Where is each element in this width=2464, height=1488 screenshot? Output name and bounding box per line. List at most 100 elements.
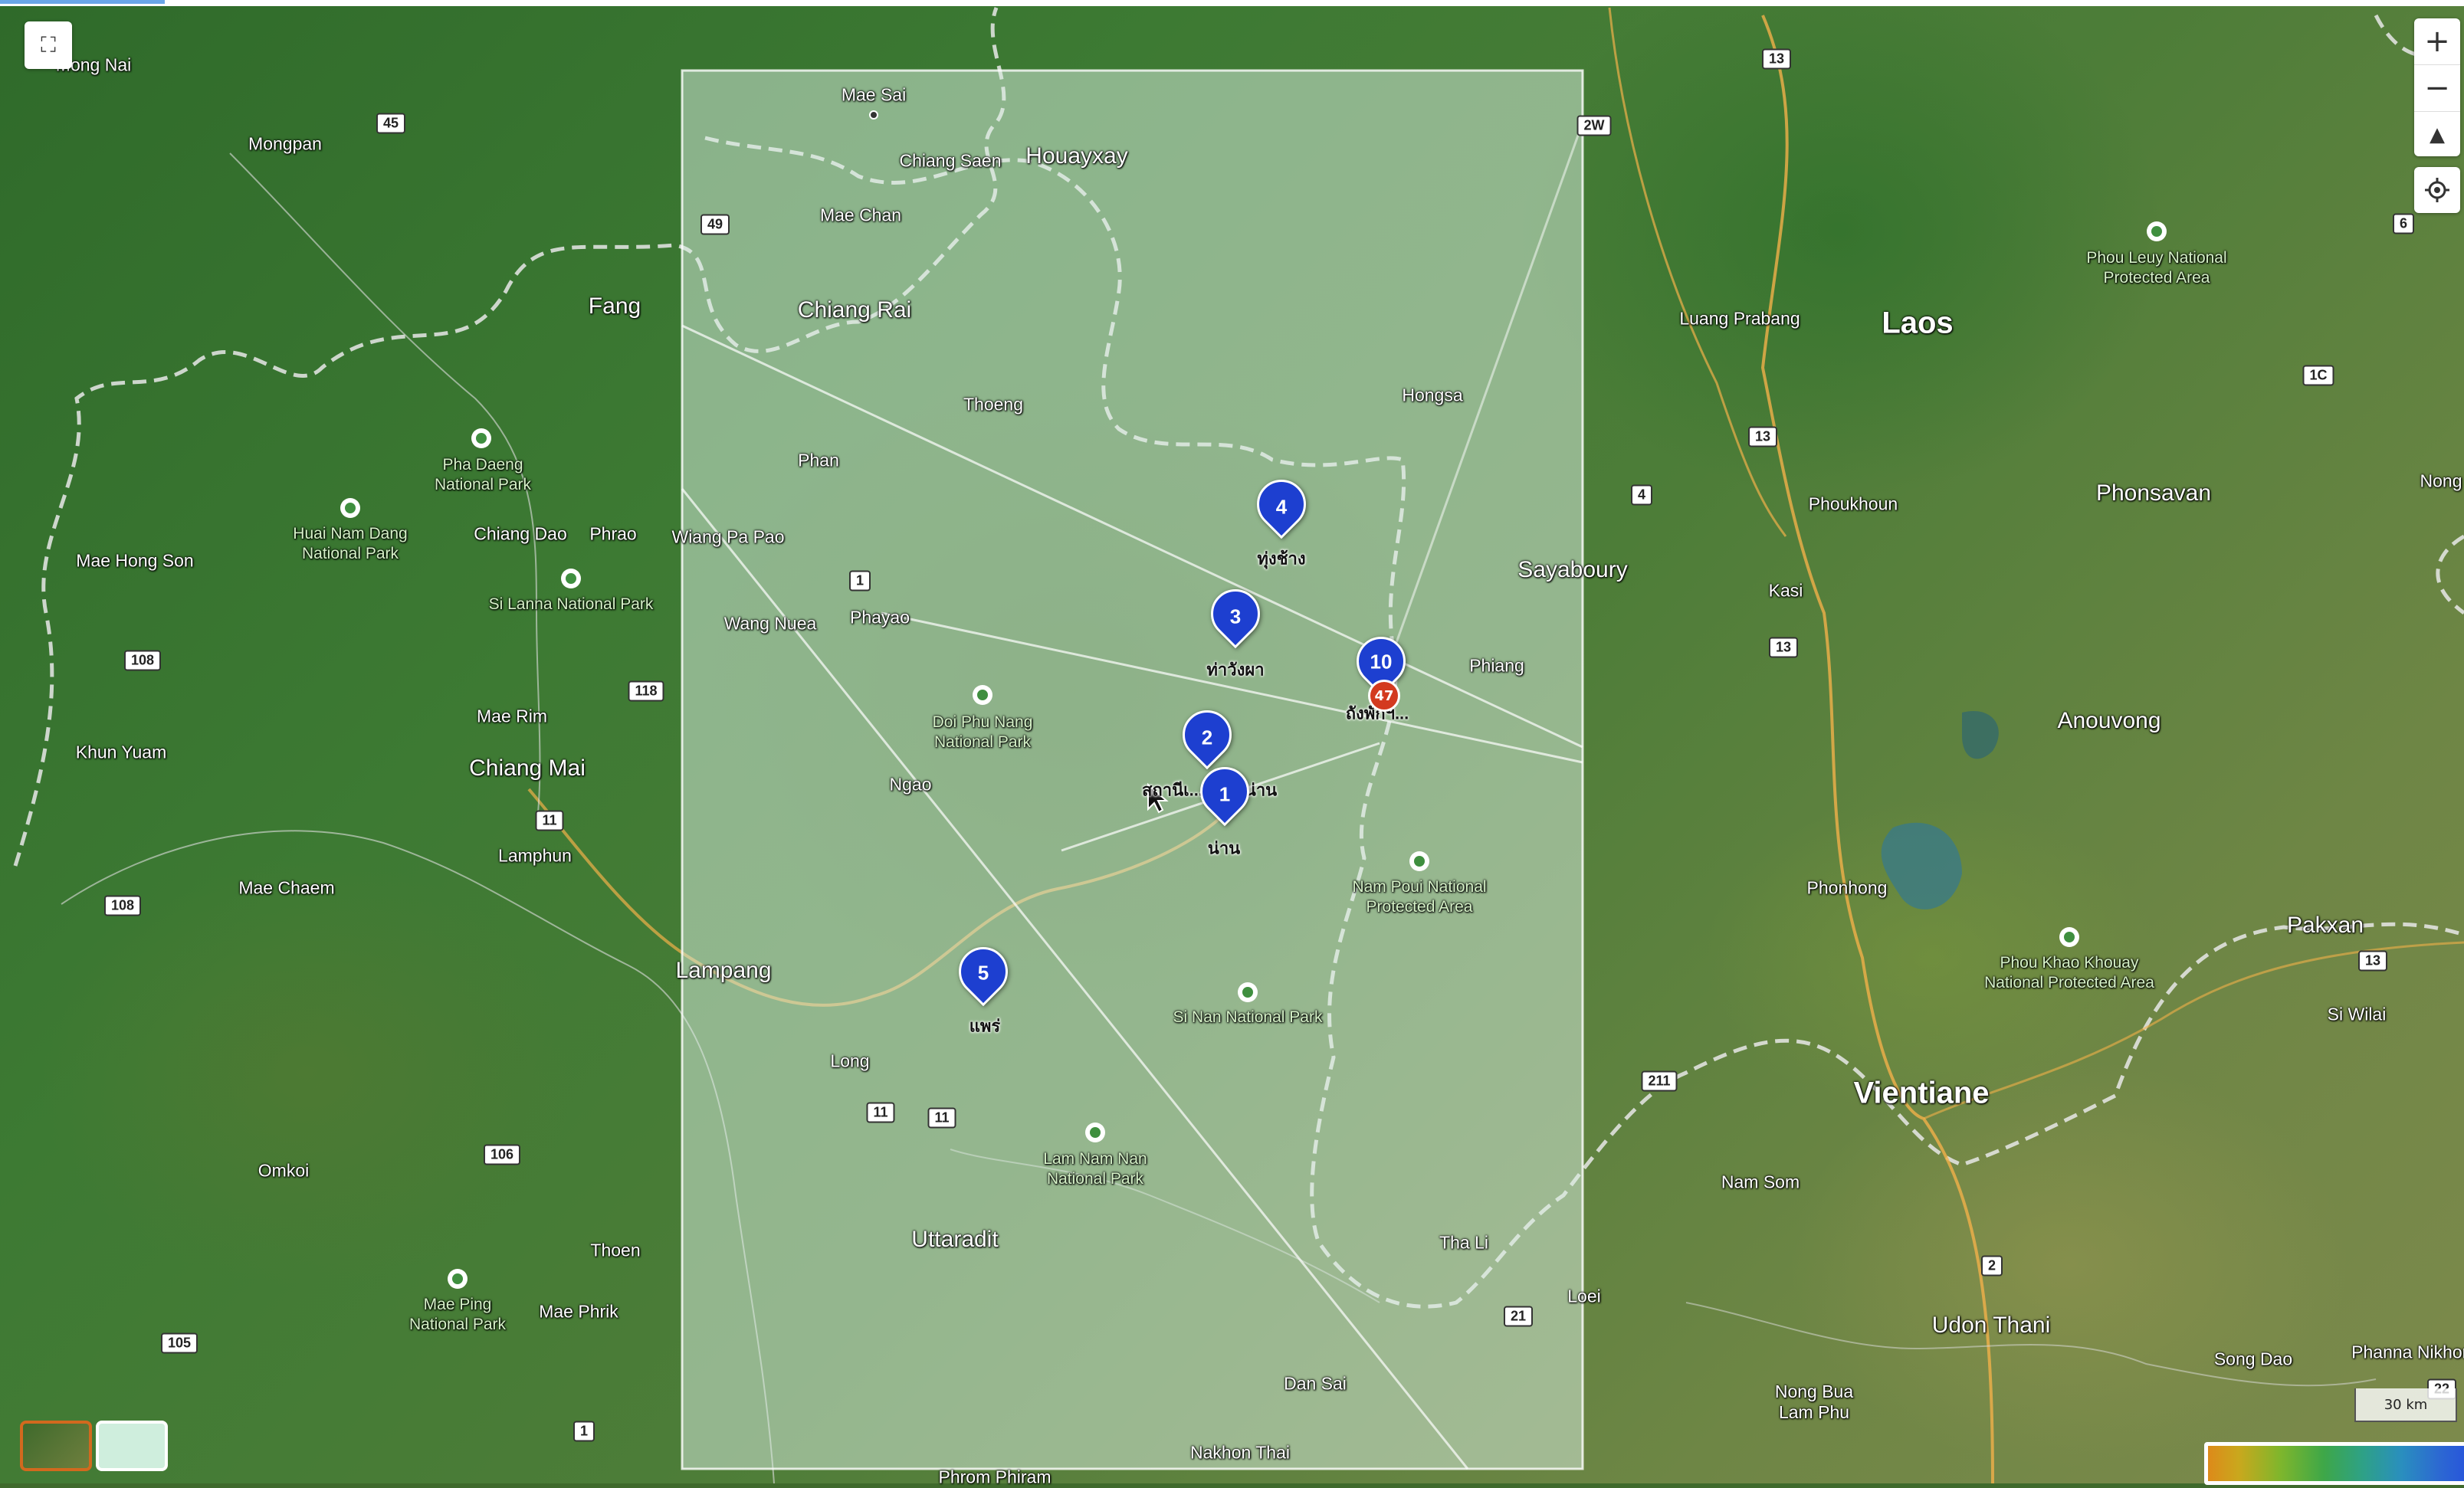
fullscreen-button[interactable]: ⛶	[25, 21, 72, 69]
road-shield: 106	[483, 1144, 521, 1165]
place-label: Song Dao	[2213, 1349, 2293, 1369]
road-shield: 2W	[1577, 115, 1612, 136]
place-label: Phonhong	[1806, 877, 1888, 898]
marker-number: 2	[1201, 726, 1213, 749]
place-label: Hongsa	[1402, 385, 1463, 405]
place-label: Phoukhoun	[1808, 493, 1898, 514]
lake	[1881, 822, 1962, 910]
cluster-badge[interactable]: 47	[1368, 680, 1400, 712]
marker-number: 1	[1219, 782, 1231, 806]
place-label: Nakhon Thai	[1190, 1442, 1290, 1463]
place-label: Chiang Mai	[469, 755, 586, 781]
park-icon	[340, 498, 360, 518]
marker-label: น่าน	[1244, 780, 1278, 800]
capital-label: Vientiane	[1853, 1076, 1990, 1110]
road-shield: 49	[700, 214, 730, 235]
place-label: Wang Nuea	[723, 613, 817, 634]
park-icon	[1409, 851, 1429, 871]
road-line	[61, 830, 775, 1483]
place-label: Loei	[1567, 1286, 1601, 1306]
park-label: Mae Ping National Park	[408, 1296, 507, 1333]
place-label: Pakxan	[2286, 913, 2364, 938]
place-dot	[869, 110, 878, 120]
place-label: Uttaradit	[911, 1227, 999, 1252]
park-icon	[1238, 982, 1258, 1002]
place-label: Mae Chaem	[238, 877, 335, 898]
satellite-layer-button[interactable]	[20, 1421, 92, 1471]
place-label: Phayao	[849, 607, 910, 628]
crosshair-icon	[2425, 178, 2449, 202]
park-label: Lam Nam Nan National Park	[1043, 1150, 1147, 1188]
fullscreen-icon: ⛶	[41, 32, 56, 57]
color-legend-bar	[2204, 1442, 2464, 1485]
marker-label: ทุ่งช้าง	[1257, 549, 1306, 569]
zoom-out-button[interactable]: −	[2414, 65, 2460, 112]
country-label: Laos	[1882, 306, 1954, 340]
road-line	[1760, 15, 1994, 1483]
marker-label: แพร่	[969, 1016, 1001, 1036]
road-shield: 13	[1761, 48, 1792, 70]
place-label: Phiang	[1469, 655, 1524, 676]
place-label: Mae Chan	[819, 205, 902, 225]
locate-button[interactable]	[2414, 167, 2460, 213]
marker-number: 5	[977, 961, 989, 985]
route-line	[681, 488, 1469, 1470]
road-line	[1608, 7, 1787, 537]
place-label: Si Wilai	[2327, 1004, 2387, 1024]
park-icon	[973, 685, 992, 705]
road-shield: 11	[866, 1102, 895, 1123]
compass-button[interactable]: ▲	[2430, 123, 2445, 146]
place-label: Phrao	[589, 523, 637, 544]
place-label: Wiang Pa Pao	[671, 526, 785, 547]
road-shield: 21	[1503, 1306, 1534, 1327]
place-label: Lamphun	[498, 845, 572, 866]
road-shield: 6	[2392, 213, 2415, 234]
park-icon	[448, 1269, 468, 1289]
park-icon	[471, 428, 491, 448]
road-shield: 105	[160, 1332, 198, 1354]
zoom-in-button[interactable]: +	[2414, 18, 2460, 65]
route-line	[681, 324, 1583, 749]
place-label: Chiang Saen	[899, 150, 1002, 171]
road-line	[229, 152, 541, 828]
road-shield: 1C	[2302, 365, 2334, 386]
scale-bar: 30 km	[2354, 1388, 2457, 1422]
border-line	[2436, 534, 2464, 615]
place-label: Thoen	[590, 1240, 641, 1260]
park-label: Phou Leuy National Protected Area	[2086, 249, 2227, 287]
place-label: Phrom Phiram	[938, 1467, 1052, 1487]
map-layer-button[interactable]	[96, 1421, 168, 1471]
road-shield: 4	[1630, 484, 1653, 506]
progress-accent	[0, 0, 165, 4]
place-label: Kasi	[1768, 580, 1803, 601]
park-icon	[2059, 927, 2079, 947]
place-label: Mae Rim	[476, 706, 548, 726]
park-icon	[2147, 221, 2167, 241]
park-label: Phou Khao Khouay National Protected Area	[1984, 954, 2154, 991]
road-shield: 11	[927, 1107, 956, 1129]
place-label: Chiang Rai	[797, 297, 912, 323]
place-label: Mongpan	[248, 133, 322, 154]
marker-label: สถานีเ...	[1142, 780, 1203, 800]
place-label: Nam Som	[1721, 1172, 1800, 1192]
place-label: Phonsavan	[2095, 480, 2212, 506]
road-shield: 13	[1768, 637, 1799, 658]
park-label: Si Lanna National Park	[488, 595, 654, 613]
marker-number: 3	[1229, 605, 1242, 628]
lake	[1962, 711, 1999, 759]
mouse-cursor	[1147, 782, 1169, 814]
place-label: Sayaboury	[1517, 557, 1628, 582]
place-label: Luang Prabang	[1679, 308, 1800, 329]
park-label: Pha Daeng National Park	[434, 456, 532, 493]
place-label: Nong Bua Lam Phu	[1774, 1381, 1854, 1422]
road-shield: 11	[535, 810, 564, 831]
place-label: Phan	[798, 450, 839, 470]
road-shield: 45	[376, 113, 406, 134]
place-label: Tha Li	[1439, 1232, 1488, 1253]
road-line	[1923, 941, 2464, 1120]
marker-label: ท่าวังผา	[1206, 660, 1265, 680]
road-shield: 108	[103, 895, 142, 916]
place-label: Houayxay	[1025, 143, 1128, 169]
marker-label: น่าน	[1207, 838, 1241, 858]
top-progress-bar	[0, 0, 2464, 6]
